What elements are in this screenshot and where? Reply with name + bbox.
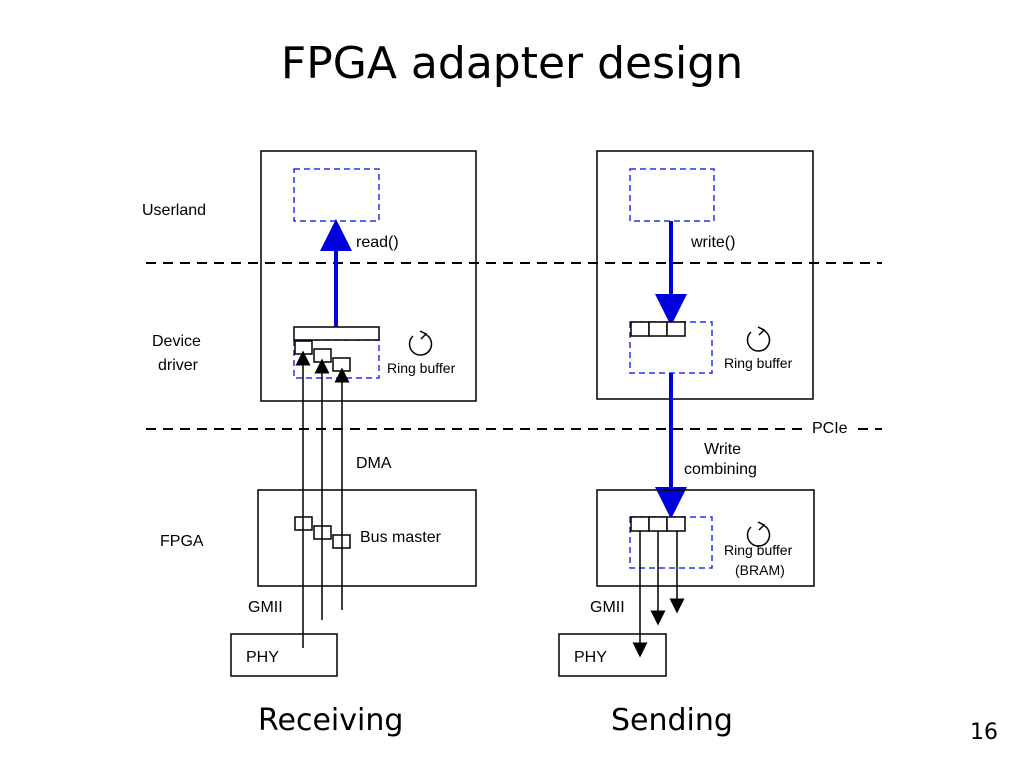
- fpga-ring-buffer-label-2: (BRAM): [735, 562, 785, 578]
- bus-master-label: Bus master: [360, 529, 442, 546]
- sending-fpga-slot-2: [648, 516, 668, 532]
- page-number: 16: [970, 720, 998, 745]
- layer-label-device-driver: Device: [152, 333, 201, 350]
- layer-label-userland: Userland: [142, 202, 206, 219]
- sending-driver-slot-1: [630, 321, 650, 337]
- receiving-phy-label: PHY: [246, 649, 279, 666]
- sending-driver-slot-2: [648, 321, 668, 337]
- sending-fpga-cycle-icon: [746, 524, 771, 547]
- sending-fpga-box: [596, 489, 815, 587]
- write-call-label: write(): [690, 234, 735, 251]
- sending-ring-buffer-label: Ring buffer: [724, 355, 793, 371]
- receiving-host-box: [260, 150, 477, 402]
- receiving-driver-cycle-icon: [408, 333, 433, 356]
- sending-fpga-slot-3: [666, 516, 686, 532]
- sending-phy-box: [558, 633, 667, 677]
- write-combining-label-2: combining: [684, 461, 757, 478]
- receiving-gmii-label: GMII: [248, 599, 283, 616]
- sending-diagram: write() Ring buffer Write combining Ring…: [558, 150, 815, 677]
- sending-caption: Sending: [611, 703, 733, 738]
- receiving-driver-slot-3: [332, 357, 351, 372]
- receiving-ring-buffer-label: Ring buffer: [387, 360, 456, 376]
- receiving-driver-slot-1: [294, 340, 313, 355]
- sending-driver-cycle-icon: [746, 329, 771, 352]
- sending-driver-slot-3: [666, 321, 686, 337]
- sending-userland-buffer: [629, 168, 715, 222]
- pcie-label: PCIe: [812, 420, 848, 437]
- receiving-fpga-box: [257, 489, 477, 587]
- layer-label-device-driver-2: driver: [158, 357, 199, 374]
- receiving-diagram: read() Ring buffer Bus master DMA GMII P…: [230, 150, 477, 677]
- sending-phy-label: PHY: [574, 649, 607, 666]
- receiving-driver-slot-2: [313, 348, 332, 363]
- sending-gmii-label: GMII: [590, 599, 625, 616]
- sending-host-box: [596, 150, 814, 400]
- receiving-caption: Receiving: [258, 703, 404, 738]
- receiving-driver-ring-bar: [293, 326, 380, 341]
- layer-label-fpga: FPGA: [160, 533, 204, 550]
- sending-fpga-slot-1: [630, 516, 650, 532]
- write-combining-label: Write: [704, 441, 741, 458]
- slide-title: FPGA adapter design: [280, 38, 744, 89]
- read-call-label: read(): [356, 234, 399, 251]
- receiving-userland-buffer: [293, 168, 380, 222]
- dma-label: DMA: [356, 455, 392, 472]
- fpga-ring-buffer-label: Ring buffer: [724, 542, 793, 558]
- receiving-phy-box: [230, 633, 338, 677]
